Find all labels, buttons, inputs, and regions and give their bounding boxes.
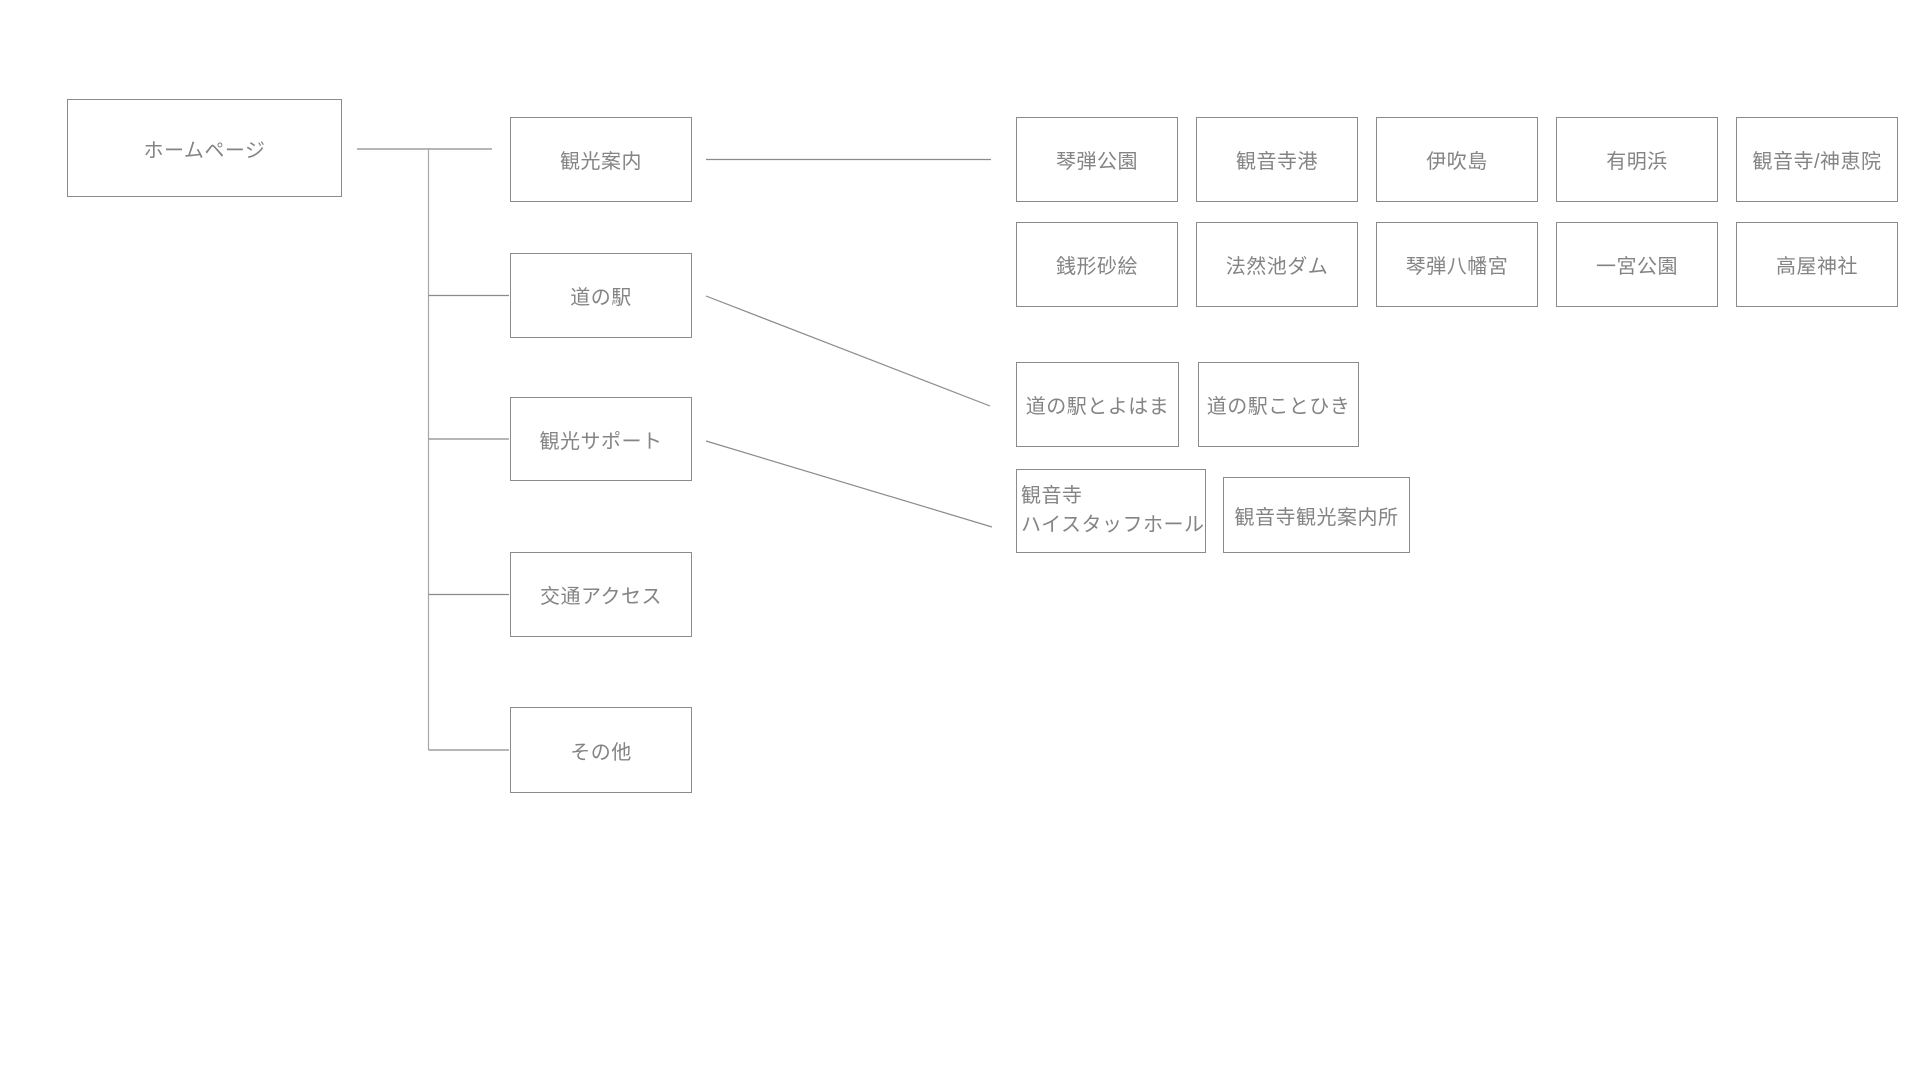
node-kanonji-highstaff-hall-label-line1: 観音寺 [1021, 485, 1083, 507]
node-kanonji-jinnein[interactable]: 観音寺/神恵院 [1736, 117, 1898, 202]
node-kanonji-port-label: 観音寺港 [1236, 151, 1318, 173]
node-hounenike-dam[interactable]: 法然池ダム [1196, 222, 1358, 307]
node-takaya-shrine[interactable]: 高屋神社 [1736, 222, 1898, 307]
node-kanonji-jinnein-label: 観音寺/神恵院 [1752, 151, 1882, 173]
node-michinoeki-kotohiki[interactable]: 道の駅ことひき [1198, 362, 1359, 447]
node-michinoeki[interactable]: 道の駅 [510, 253, 692, 338]
node-zenigata-sunae[interactable]: 銭形砂絵 [1016, 222, 1178, 307]
node-ibukijima-label: 伊吹島 [1426, 151, 1488, 173]
node-homepage[interactable]: ホームページ [67, 99, 342, 197]
node-traffic-access-label: 交通アクセス [540, 586, 662, 608]
node-michinoeki-kotohiki-label: 道の駅ことひき [1206, 396, 1351, 418]
node-kanonji-highstaff-hall[interactable]: 観音寺 ハイスタッフホール [1016, 469, 1206, 553]
node-kotohiki-park[interactable]: 琴弾公園 [1016, 117, 1178, 202]
node-kotohiki-park-label: 琴弾公園 [1056, 151, 1138, 173]
node-sightseeing-guide[interactable]: 観光案内 [510, 117, 692, 202]
node-sightseeing-guide-label: 観光案内 [560, 151, 642, 173]
node-tourism-support-label: 観光サポート [539, 430, 663, 453]
node-ariakehama[interactable]: 有明浜 [1556, 117, 1718, 202]
node-others-label: その他 [570, 741, 632, 764]
node-ariakehama-label: 有明浜 [1606, 151, 1668, 173]
node-others[interactable]: その他 [510, 707, 692, 793]
node-takaya-shrine-label: 高屋神社 [1776, 256, 1858, 278]
node-kotohiki-hachimangu[interactable]: 琴弾八幡宮 [1376, 222, 1538, 307]
node-traffic-access[interactable]: 交通アクセス [510, 552, 692, 637]
node-ichinomiya-park-label: 一宮公園 [1596, 256, 1678, 278]
node-kanonji-tourist-info-label: 観音寺観光案内所 [1234, 506, 1399, 529]
node-kanonji-tourist-info[interactable]: 観音寺観光案内所 [1223, 477, 1410, 553]
node-zenigata-sunae-label: 銭形砂絵 [1056, 256, 1138, 278]
node-hounenike-dam-label: 法然池ダム [1225, 256, 1329, 278]
node-tourism-support[interactable]: 観光サポート [510, 397, 692, 481]
node-kanonji-highstaff-hall-label-line2: ハイスタッフホール [1021, 514, 1205, 536]
node-ichinomiya-park[interactable]: 一宮公園 [1556, 222, 1718, 307]
connector-michinoeki-diagonal [705, 295, 991, 407]
node-michinoeki-toyohama[interactable]: 道の駅とよはま [1016, 362, 1179, 447]
node-ibukijima[interactable]: 伊吹島 [1376, 117, 1538, 202]
connector-support-diagonal [705, 440, 993, 528]
node-michinoeki-label: 道の駅 [570, 287, 632, 309]
node-michinoeki-toyohama-label: 道の駅とよはま [1025, 396, 1170, 418]
node-kotohiki-hachimangu-label: 琴弾八幡宮 [1405, 256, 1509, 278]
node-homepage-label: ホームページ [143, 139, 266, 162]
node-kanonji-port[interactable]: 観音寺港 [1196, 117, 1358, 202]
